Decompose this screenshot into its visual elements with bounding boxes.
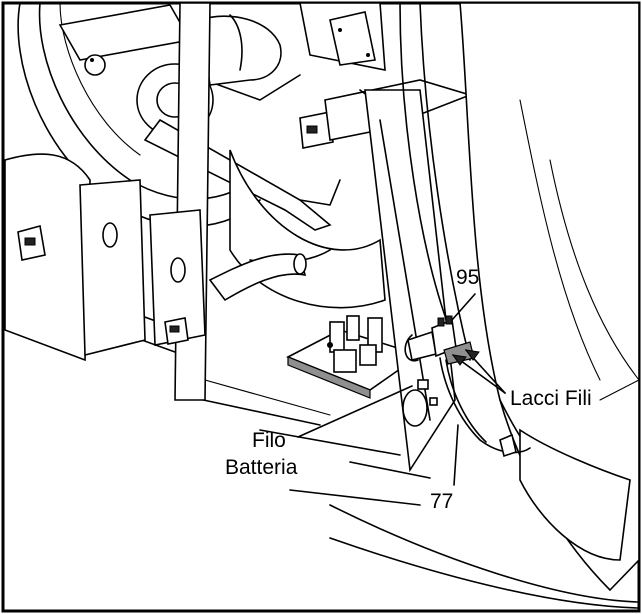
label-filo: Filo <box>252 429 286 452</box>
callout-labels: 95 Lacci Fili Filo Batteria 77 <box>225 266 592 513</box>
leader-filo-batteria <box>297 385 413 438</box>
leader-lines <box>297 293 506 486</box>
label-lacci-fili: Lacci Fili <box>510 387 592 410</box>
arrowhead-1 <box>451 354 467 366</box>
leader-95 <box>451 293 476 321</box>
label-part-77: 77 <box>430 490 453 513</box>
label-part-95: 95 <box>456 266 479 289</box>
label-batteria: Batteria <box>225 456 298 479</box>
leader-77 <box>453 424 459 486</box>
arrowhead-2 <box>464 349 480 361</box>
